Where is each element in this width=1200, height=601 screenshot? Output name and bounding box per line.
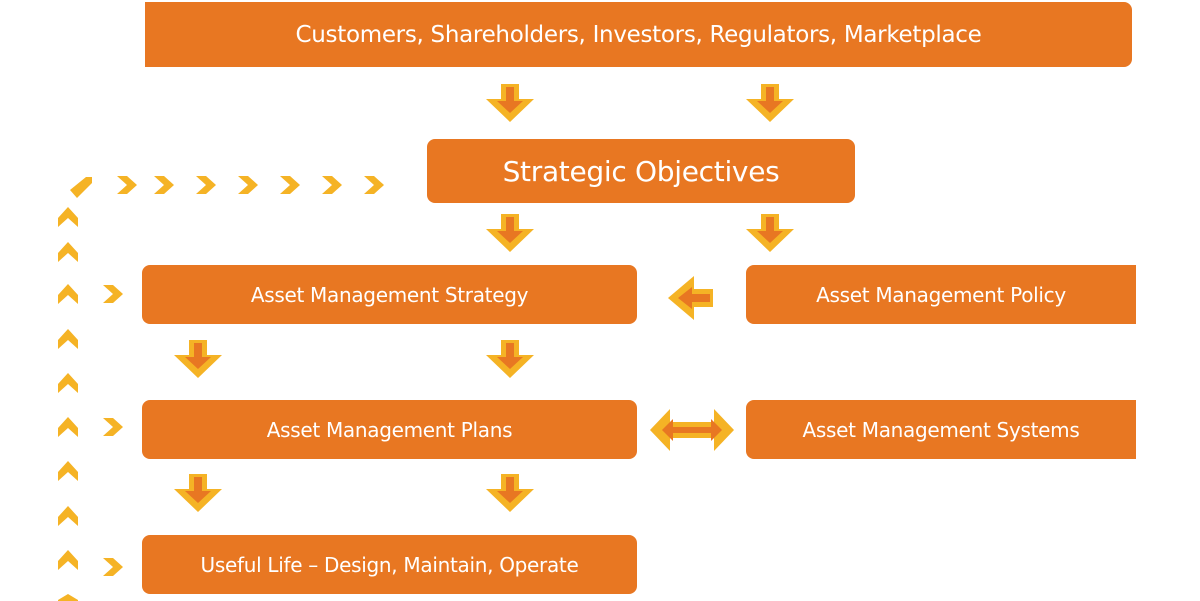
- asset-management-systems-label: Asset Management Systems: [802, 417, 1080, 442]
- chevron-up-icon: [58, 242, 78, 262]
- asset-management-strategy-box: Asset Management Strategy: [142, 265, 637, 324]
- chevron-up-icon: [58, 506, 78, 526]
- chevron-up-icon: [58, 284, 78, 304]
- chevron-right-icon: [322, 176, 342, 194]
- corner-chevron-icon: [70, 177, 92, 198]
- asset-management-systems-box: Asset Management Systems: [746, 400, 1136, 459]
- chevron-right-icon: [364, 176, 384, 194]
- down-arrow-icon: [174, 340, 222, 378]
- chevron-up-icon: [58, 594, 78, 601]
- chevron-up-icon: [58, 461, 78, 481]
- strategic-objectives-box: Strategic Objectives: [427, 139, 855, 203]
- feedback-chevrons-top: [117, 176, 384, 194]
- chevron-up-icon: [58, 373, 78, 393]
- chevron-right-icon: [103, 558, 123, 576]
- asset-management-plans-label: Asset Management Plans: [266, 417, 513, 442]
- stakeholders-box: Customers, Shareholders, Investors, Regu…: [145, 2, 1132, 67]
- down-arrow-icon: [486, 474, 534, 512]
- useful-life-box: Useful Life – Design, Maintain, Operate: [142, 535, 637, 594]
- left-arrow-icon: [668, 276, 713, 320]
- chevron-up-icon: [58, 417, 78, 437]
- chevron-up-icon: [58, 207, 78, 227]
- chevron-right-icon: [103, 285, 123, 303]
- chevron-up-icon: [58, 550, 78, 570]
- down-arrow-icon: [174, 474, 222, 512]
- chevron-right-icon: [154, 176, 174, 194]
- asset-management-strategy-label: Asset Management Strategy: [250, 282, 529, 307]
- down-arrow-icon: [746, 84, 794, 122]
- down-arrow-icon: [746, 214, 794, 252]
- down-arrow-icon: [486, 84, 534, 122]
- strategic-objectives-label: Strategic Objectives: [502, 154, 780, 188]
- stakeholders-label: Customers, Shareholders, Investors, Regu…: [295, 21, 982, 48]
- down-arrow-icon: [486, 340, 534, 378]
- double-arrow-icon: [650, 409, 734, 451]
- chevron-right-icon: [196, 176, 216, 194]
- asset-management-policy-label: Asset Management Policy: [816, 282, 1066, 307]
- feedback-chevrons-left: [58, 207, 78, 601]
- chevron-right-icon: [280, 176, 300, 194]
- asset-management-plans-box: Asset Management Plans: [142, 400, 637, 459]
- asset-management-policy-box: Asset Management Policy: [746, 265, 1136, 324]
- useful-life-label: Useful Life – Design, Maintain, Operate: [200, 552, 579, 577]
- chevron-up-icon: [58, 329, 78, 349]
- chevron-right-icon: [238, 176, 258, 194]
- chevron-right-icon: [103, 418, 123, 436]
- chevron-right-icon: [117, 176, 137, 194]
- down-arrow-icon: [486, 214, 534, 252]
